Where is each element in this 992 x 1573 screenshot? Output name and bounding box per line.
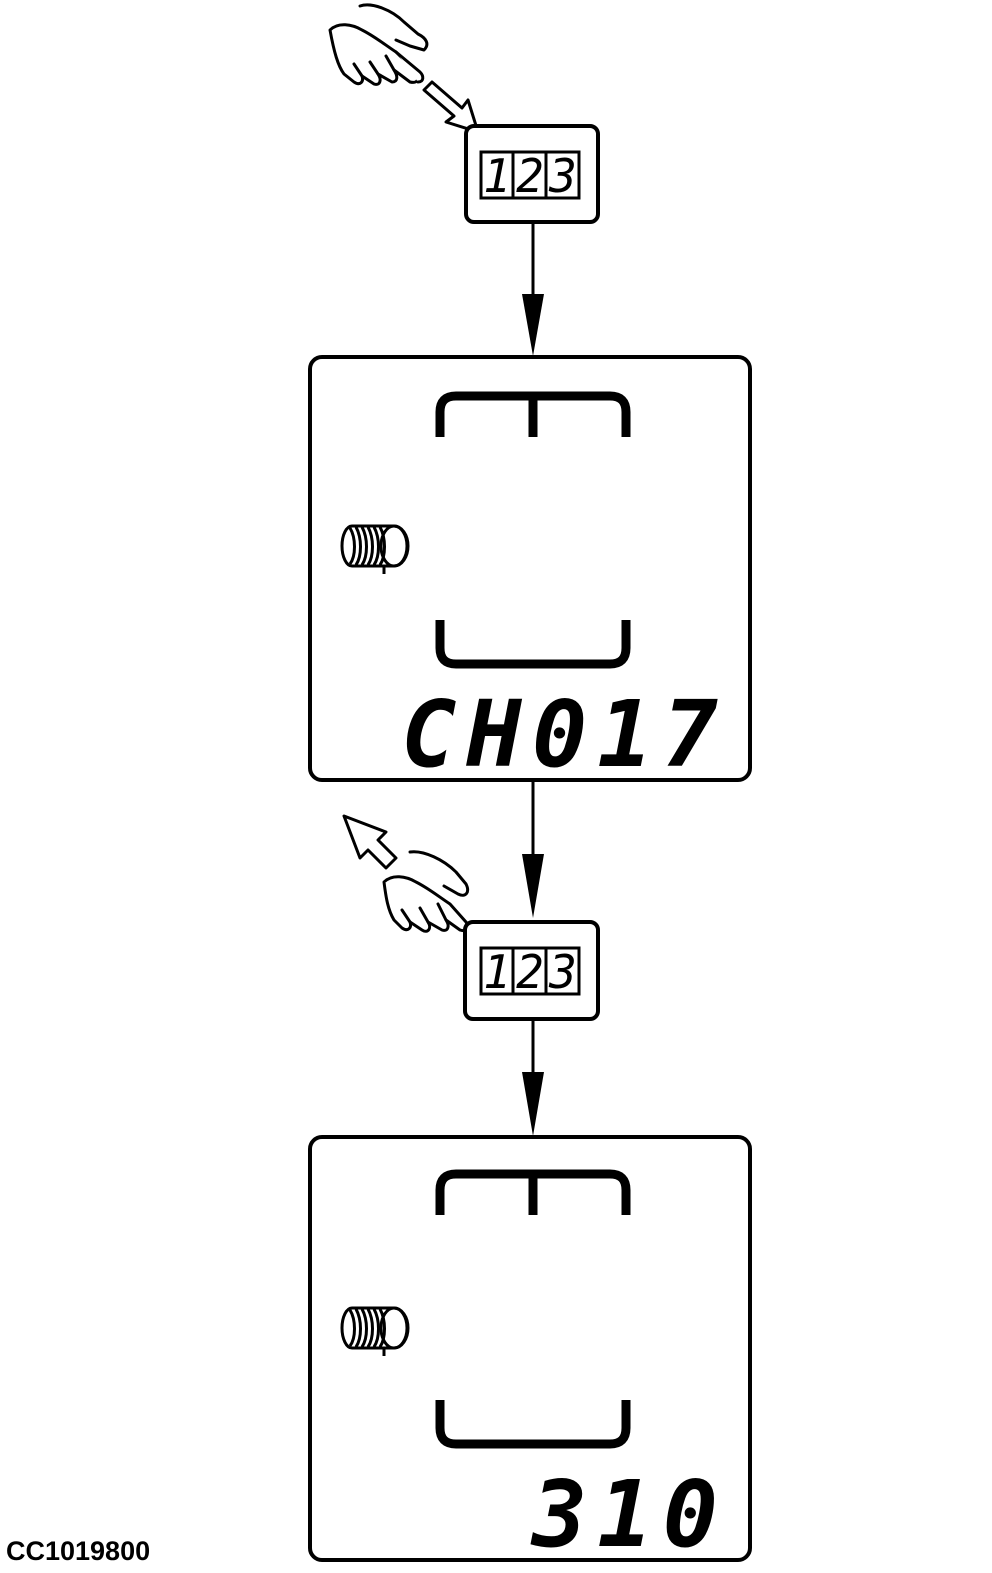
key-digit-3: 3 (548, 945, 577, 999)
press-direction-arrow-icon (422, 80, 480, 134)
key-button-123-step1[interactable]: 1 2 3 (464, 124, 600, 224)
release-direction-arrow-icon (342, 814, 398, 870)
bottom-bracket-segment (435, 1400, 631, 1449)
display-screen-2: 310 (308, 1135, 752, 1568)
bottom-bracket-segment (435, 620, 631, 669)
flow-arrow-icon (522, 1019, 544, 1136)
flow-arrow-icon (522, 780, 544, 918)
top-bracket-segment (435, 1169, 631, 1215)
hand-press-icon (328, 3, 429, 86)
flow-arrow-icon (522, 222, 544, 356)
top-bracket-segment (435, 391, 631, 437)
hand-release-icon (382, 850, 470, 933)
coil-spring-icon (340, 1306, 410, 1356)
screen2-readout: 310 (530, 1461, 728, 1568)
figure-id: CC1019800 (6, 1536, 151, 1566)
key-digit-2: 2 (516, 945, 544, 999)
key-digit-1: 1 (483, 945, 511, 999)
key-digit-1: 1 (483, 149, 511, 203)
key-digit-3: 3 (548, 149, 577, 203)
coil-spring-icon (340, 524, 410, 574)
key-button-123-step2[interactable]: 1 2 3 (463, 920, 600, 1021)
display-screen-1: CH017 (308, 355, 752, 788)
key-digit-2: 2 (516, 149, 544, 203)
screen1-readout: CH017 (401, 681, 728, 788)
